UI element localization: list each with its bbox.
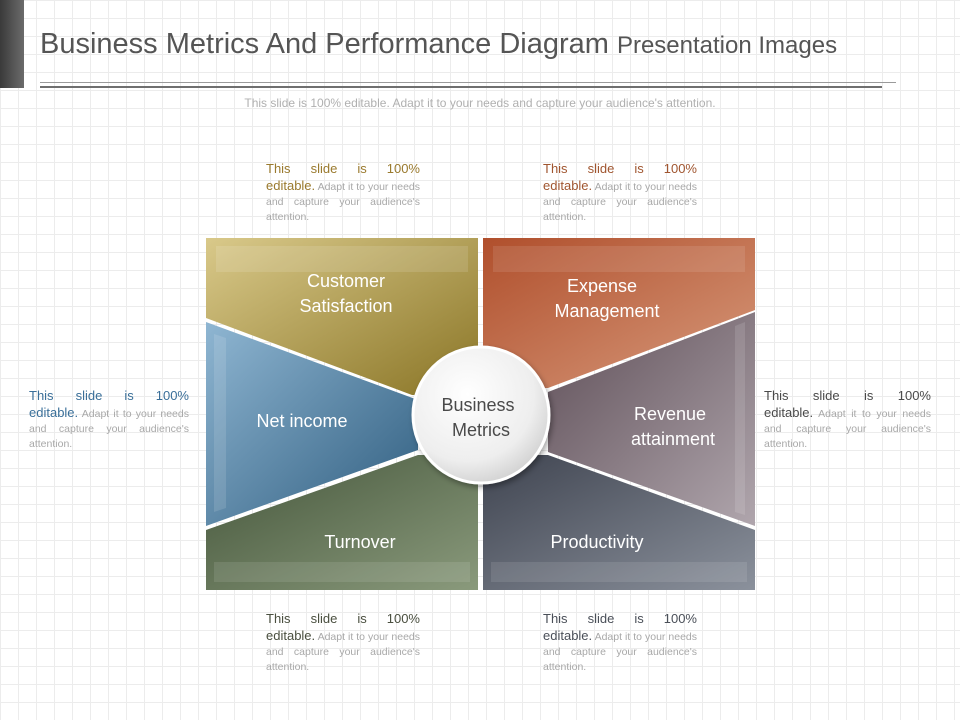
note-lead-editable: editable. bbox=[266, 178, 316, 193]
note-bottom-left: This slide is 100% editable. Adapt it to… bbox=[266, 610, 420, 675]
page-title-main: Business Metrics And Performance Diagram bbox=[40, 28, 609, 60]
note-lead-editable: editable. bbox=[266, 628, 316, 643]
page-subtitle: This slide is 100% editable. Adapt it to… bbox=[244, 96, 716, 110]
title-divider-thick bbox=[40, 86, 882, 88]
segment-customer-satisfaction-label-2: Satisfaction bbox=[299, 296, 392, 316]
note-body: Adapt it to your needs and capture your … bbox=[29, 408, 189, 450]
segment-net-income-shape bbox=[206, 322, 418, 526]
segment-productivity-label: Productivity bbox=[550, 532, 643, 552]
note-lead: This slide is 100% bbox=[543, 611, 697, 626]
segment-turnover: Turnover bbox=[206, 455, 478, 590]
segment-revenue-attainment-label-2: attainment bbox=[631, 429, 715, 449]
segment-productivity: Productivity bbox=[483, 455, 755, 590]
title-accent-bar bbox=[0, 0, 24, 88]
segment-revenue-attainment-shape bbox=[548, 312, 755, 526]
segment-net-income: Net income bbox=[206, 322, 418, 526]
note-lead-editable: editable. bbox=[29, 405, 79, 420]
segment-customer-satisfaction-shape bbox=[206, 238, 478, 395]
segment-turnover-label: Turnover bbox=[324, 532, 395, 552]
segment-revenue-attainment-label-1: Revenue bbox=[634, 404, 706, 424]
note-lead: This slide is 100% bbox=[29, 388, 189, 403]
note-right: This slide is 100% editable. Adapt it to… bbox=[764, 387, 931, 452]
segment-expense-management: Expense Management bbox=[483, 238, 755, 388]
note-body: Adapt it to your needs and capture your … bbox=[764, 408, 931, 450]
note-left: This slide is 100% editable. Adapt it to… bbox=[29, 387, 189, 452]
title-divider bbox=[40, 82, 896, 83]
segment-expense-management-shape bbox=[483, 238, 755, 388]
center-hub-label-1: Business bbox=[441, 395, 514, 415]
note-lead-editable: editable. bbox=[764, 405, 814, 420]
note-lead-editable: editable. bbox=[543, 628, 593, 643]
note-body: Adapt it to your needs and capture your … bbox=[266, 181, 421, 223]
segment-productivity-shape bbox=[483, 455, 755, 590]
center-hub: Business Metrics bbox=[411, 345, 551, 485]
segment-turnover-shape bbox=[206, 455, 478, 590]
segment-net-income-label: Net income bbox=[256, 411, 347, 431]
segment-revenue-attainment: Revenue attainment bbox=[548, 312, 755, 526]
segment-expense-management-label-1: Expense bbox=[567, 276, 637, 296]
note-lead-editable: editable. bbox=[543, 178, 593, 193]
note-bottom-right: This slide is 100% editable. Adapt it to… bbox=[543, 610, 697, 675]
note-top-left: This slide is 100% editable. Adapt it to… bbox=[266, 160, 420, 225]
page-title-sub: Presentation Images bbox=[616, 32, 838, 59]
page-title: Business Metrics And Performance Diagram… bbox=[40, 24, 837, 64]
center-hub-label-2: Metrics bbox=[452, 420, 510, 440]
note-body: Adapt it to your needs and capture your … bbox=[543, 631, 698, 673]
segment-customer-satisfaction: Customer Satisfaction bbox=[206, 238, 478, 395]
note-lead: This slide is 100% bbox=[764, 388, 931, 403]
segment-expense-management-label-2: Management bbox=[554, 301, 659, 321]
note-lead: This slide is 100% bbox=[543, 161, 697, 176]
note-top-right: This slide is 100% editable. Adapt it to… bbox=[543, 160, 697, 225]
note-lead: This slide is 100% bbox=[266, 161, 420, 176]
note-body: Adapt it to your needs and capture your … bbox=[266, 631, 421, 673]
center-hub-circle bbox=[411, 345, 551, 485]
segment-customer-satisfaction-label-1: Customer bbox=[307, 271, 385, 291]
note-lead: This slide is 100% bbox=[266, 611, 420, 626]
note-body: Adapt it to your needs and capture your … bbox=[543, 181, 698, 223]
